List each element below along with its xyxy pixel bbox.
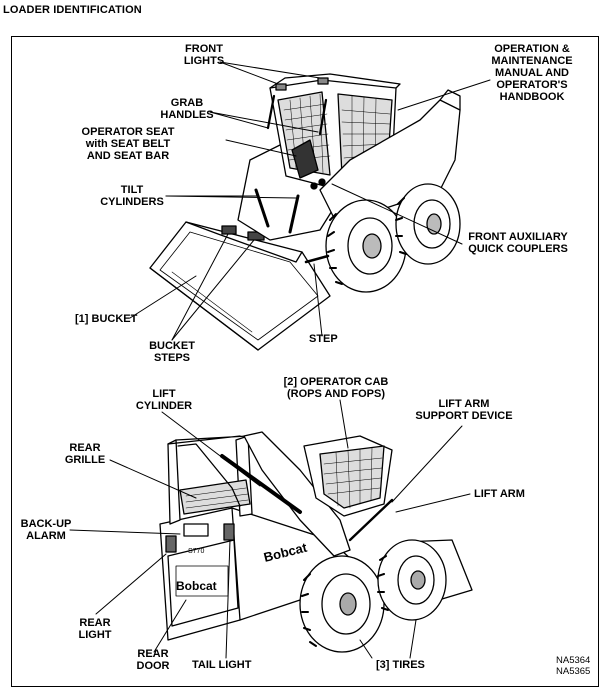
label-operator-cab: [2] OPERATOR CAB(ROPS AND FOPS) (283, 376, 389, 400)
page-title: LOADER IDENTIFICATION (3, 4, 142, 16)
front-loader-drawing (149, 73, 461, 351)
model-decal: S770 (188, 548, 204, 555)
label-lift-arm: LIFT ARM (474, 488, 525, 500)
label-tail-light: TAIL LIGHT (192, 659, 252, 671)
figure-frame (11, 36, 599, 687)
label-bucket: [1] BUCKET (75, 313, 138, 325)
brand-decal-rear: Bobcat (176, 579, 217, 593)
label-step: STEP (309, 333, 338, 345)
rear-loader-drawing (159, 431, 473, 653)
leader-lines (69, 61, 491, 659)
brand-decal: Bobcat (262, 540, 309, 565)
label-tires: [3] TIRES (376, 659, 425, 671)
